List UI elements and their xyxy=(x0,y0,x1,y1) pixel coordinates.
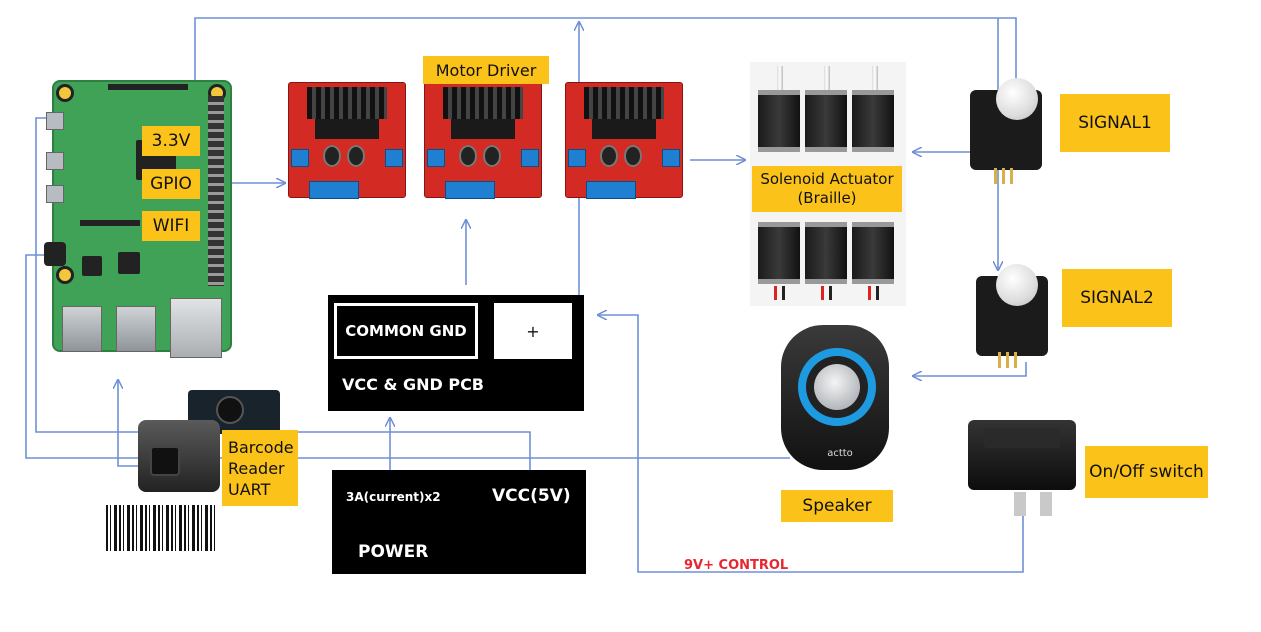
solenoid-rod xyxy=(824,66,830,90)
barcode-graphic xyxy=(106,505,216,551)
control-label: 9V+ CONTROL xyxy=(684,558,788,573)
label-solenoid-line2: (Braille) xyxy=(797,189,856,208)
label-motor-driver: Motor Driver xyxy=(423,56,549,84)
vcc-gnd-pcb: COMMON GND + VCC & GND PCB xyxy=(328,295,584,411)
solenoid xyxy=(758,222,800,284)
switch-terminal xyxy=(1014,492,1026,516)
push-button-cap xyxy=(996,264,1038,306)
push-button-cap xyxy=(996,78,1038,120)
label-barcode-line1: Barcode xyxy=(228,437,294,458)
solenoid xyxy=(852,222,894,284)
label-barcode-line3: UART xyxy=(228,479,270,500)
motor-driver-board xyxy=(424,82,542,198)
label-solenoid: Solenoid Actuator (Braille) xyxy=(752,166,902,212)
audio-jack xyxy=(44,242,66,266)
plus-terminal: + xyxy=(494,303,572,359)
switch-terminal xyxy=(1040,492,1052,516)
label-barcode-line2: Reader xyxy=(228,458,285,479)
chip xyxy=(82,256,102,276)
module-pins xyxy=(998,352,1022,368)
mount-hole xyxy=(56,266,74,284)
buzzer xyxy=(216,396,244,424)
solenoid-wire xyxy=(774,286,777,300)
solenoid xyxy=(852,90,894,152)
vcc-label: VCC(5V) xyxy=(492,486,571,506)
pcb-label: VCC & GND PCB xyxy=(342,375,484,394)
power-label: POWER xyxy=(358,542,428,562)
solenoid xyxy=(758,90,800,152)
solenoid-wire xyxy=(829,286,832,300)
ribbon-connector xyxy=(80,220,140,226)
solenoid-wire xyxy=(821,286,824,300)
label-speaker: Speaker xyxy=(781,490,893,522)
label-onoff: On/Off switch xyxy=(1085,446,1208,498)
solenoid-wire xyxy=(868,286,871,300)
label-signal1: SIGNAL1 xyxy=(1060,94,1170,152)
solenoid-wire xyxy=(876,286,879,300)
gpio-header xyxy=(208,96,224,286)
mount-hole xyxy=(56,84,74,102)
hdmi-port xyxy=(46,185,64,203)
motor-driver-board xyxy=(565,82,683,198)
common-gnd-box: COMMON GND xyxy=(334,303,478,359)
label-gpio: GPIO xyxy=(142,169,200,199)
speaker-cone xyxy=(814,364,860,410)
usb-port xyxy=(62,306,102,352)
usb-c-port xyxy=(46,112,64,130)
solenoid-wire xyxy=(782,286,785,300)
power-supply: 3A(current)x2 VCC(5V) POWER xyxy=(332,470,586,574)
label-signal2: SIGNAL2 xyxy=(1062,269,1172,327)
chip xyxy=(118,252,140,274)
module-pins xyxy=(994,168,1018,184)
motor-driver-board xyxy=(288,82,406,198)
ethernet-port xyxy=(170,298,222,358)
label-solenoid-line1: Solenoid Actuator xyxy=(760,170,893,189)
reader-lens xyxy=(150,446,180,476)
current-label: 3A(current)x2 xyxy=(346,490,441,504)
solenoid xyxy=(805,90,847,152)
solenoid-rod xyxy=(777,66,783,90)
hdmi-port xyxy=(46,152,64,170)
label-3v3: 3.3V xyxy=(142,126,200,156)
label-wifi: WIFI xyxy=(142,211,200,241)
label-barcode: Barcode Reader UART xyxy=(222,430,298,506)
speaker-brand: actto xyxy=(820,448,860,459)
solenoid xyxy=(805,222,847,284)
ribbon-connector xyxy=(108,84,188,90)
usb-port xyxy=(116,306,156,352)
rocker-top xyxy=(984,428,1060,448)
solenoid-rod xyxy=(872,66,878,90)
